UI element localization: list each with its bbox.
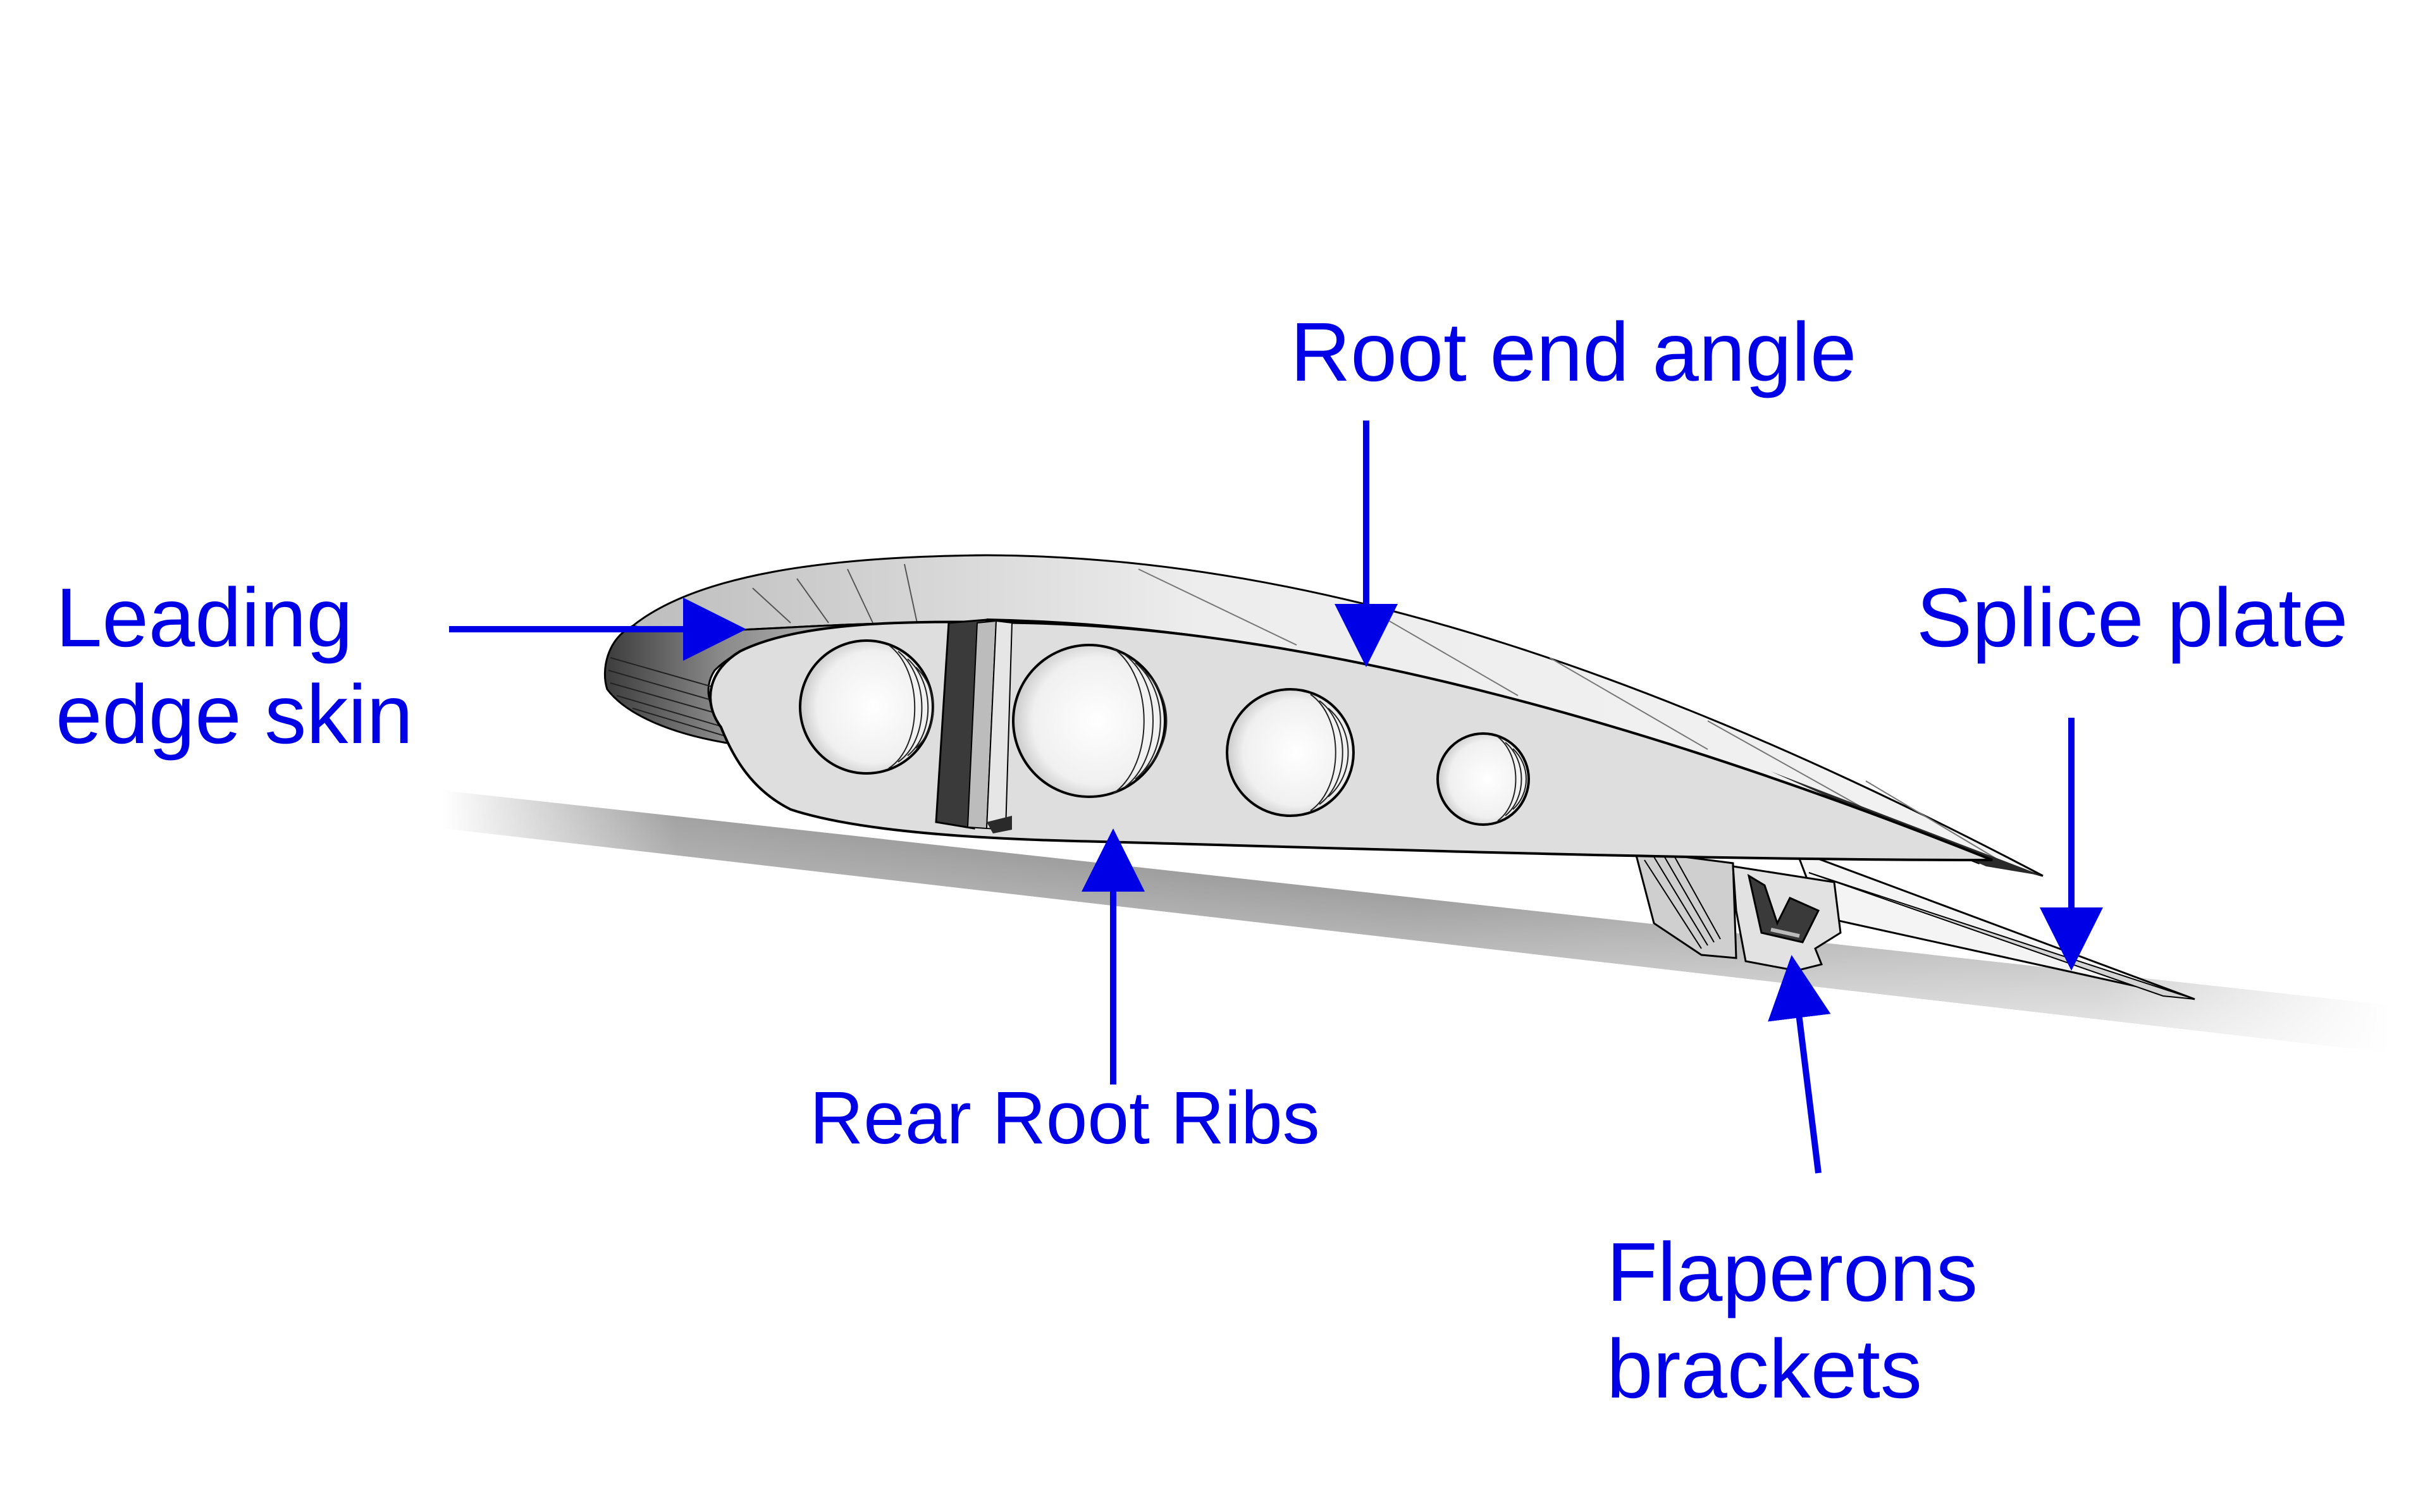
root-end-angle-label: Root end angle (1290, 304, 1856, 400)
splice-plate-label-text: Splice plate (1916, 571, 2348, 664)
flaperons-brackets-label-line1: Flaperons (1607, 1226, 1978, 1318)
spar (935, 618, 1013, 833)
lightening-holes (799, 639, 1530, 826)
leading-edge-skin-label: Leading edge skin (56, 569, 413, 763)
lightening-hole-1 (799, 639, 934, 775)
splice-plate-label: Splice plate (1916, 569, 2348, 666)
leading-edge-skin-label-line1: Leading (56, 571, 353, 664)
ground-shadow (443, 790, 2391, 1053)
flaperons-brackets-label: Flaperons brackets (1607, 1224, 1978, 1417)
root-end-angle-label-text: Root end angle (1290, 305, 1857, 398)
rear-root-ribs-label: Rear Root Ribs (810, 1075, 1320, 1162)
flaperons-brackets-arrow (1768, 955, 1831, 1174)
flaperon-bracket (1633, 849, 1842, 972)
annotation-arrows (449, 421, 2103, 1174)
rear-root-ribs-label-text: Rear Root Ribs (810, 1076, 1320, 1160)
lightening-hole-4 (1436, 732, 1530, 826)
flaperons-brackets-label-line2: brackets (1607, 1322, 1922, 1416)
lightening-hole-2 (1012, 644, 1168, 798)
leading-edge-skin-label-line2: edge skin (56, 668, 414, 761)
lightening-hole-3 (1226, 688, 1355, 817)
